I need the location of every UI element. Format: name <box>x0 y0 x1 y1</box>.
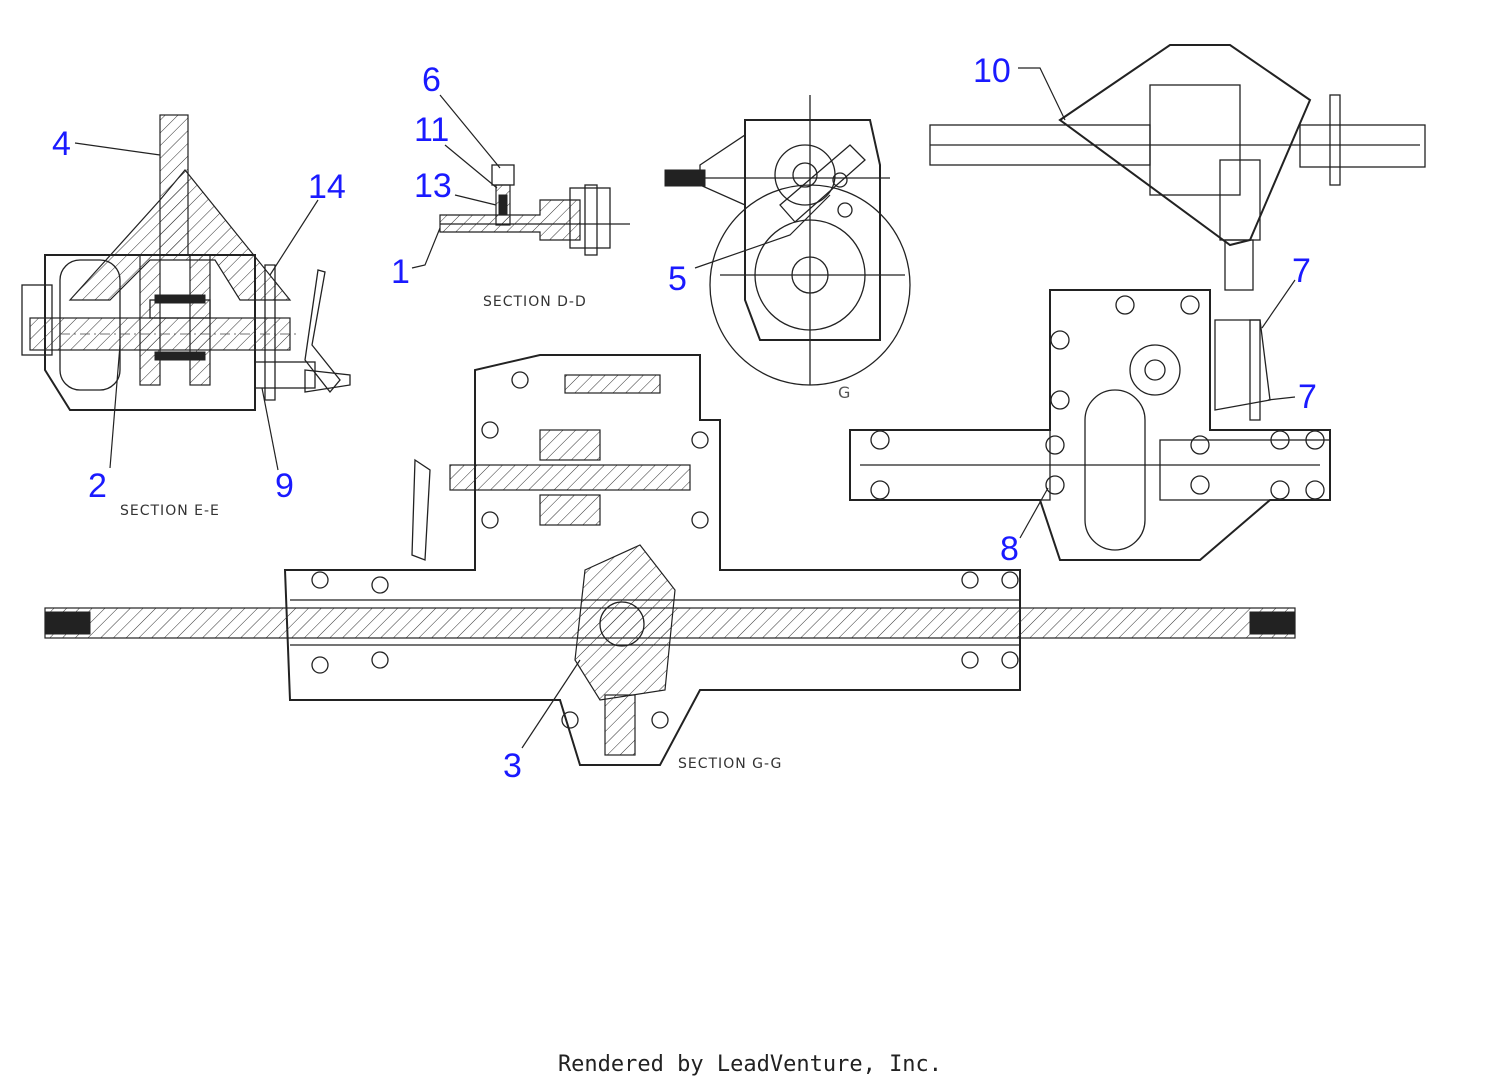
leader-lines <box>74 67 1296 749</box>
callout-9: 9 <box>275 467 294 505</box>
callout-6: 6 <box>422 61 441 99</box>
view-g-drawing <box>664 95 911 386</box>
section-gg-label: SECTION G-G <box>678 756 782 772</box>
callout-13: 13 <box>414 167 452 205</box>
section-dd-label: SECTION D-D <box>483 294 587 310</box>
callout-7-upper: 7 <box>1292 252 1311 290</box>
callout-7-lower: 7 <box>1298 378 1317 416</box>
section-gg-drawing <box>44 354 1296 766</box>
section-labels: SECTION E-E SECTION D-D G SECTION G-G <box>120 294 850 772</box>
callout-14: 14 <box>308 168 346 206</box>
callout-5: 5 <box>668 260 687 298</box>
footer-credit: Rendered by LeadVenture, Inc. <box>557 1052 943 1077</box>
callout-2: 2 <box>88 467 107 505</box>
callout-3: 3 <box>503 747 522 785</box>
callout-1: 1 <box>391 253 410 291</box>
callout-labels: 4 14 2 9 6 11 13 1 5 10 7 7 8 3 <box>52 52 1317 785</box>
section-ee-drawing <box>21 114 351 411</box>
section-dd-drawing <box>439 164 630 256</box>
section-ee-label: SECTION E-E <box>120 503 220 519</box>
top-right-drawing <box>929 44 1426 291</box>
view-g-label: G <box>838 383 850 402</box>
callout-11: 11 <box>414 111 449 149</box>
callout-10: 10 <box>973 52 1011 90</box>
callout-8: 8 <box>1000 530 1019 568</box>
mid-right-drawing <box>849 289 1331 561</box>
callout-4: 4 <box>52 125 71 163</box>
